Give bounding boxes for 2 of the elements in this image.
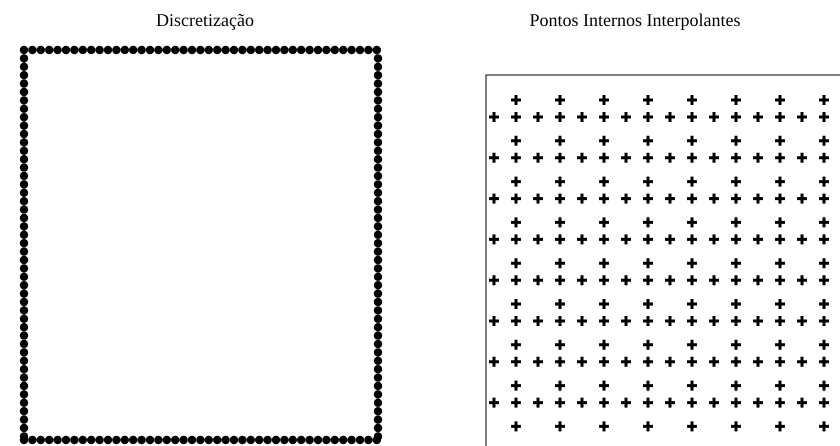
panel-title: Pontos Internos Interpolantes [528,10,742,31]
panel-title: Discretização [155,10,255,31]
